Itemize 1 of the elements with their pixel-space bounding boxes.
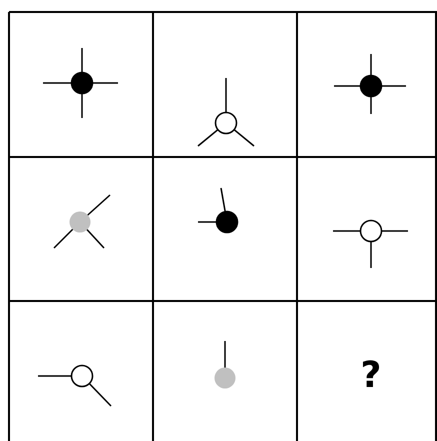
question-mark: ?: [360, 356, 382, 396]
